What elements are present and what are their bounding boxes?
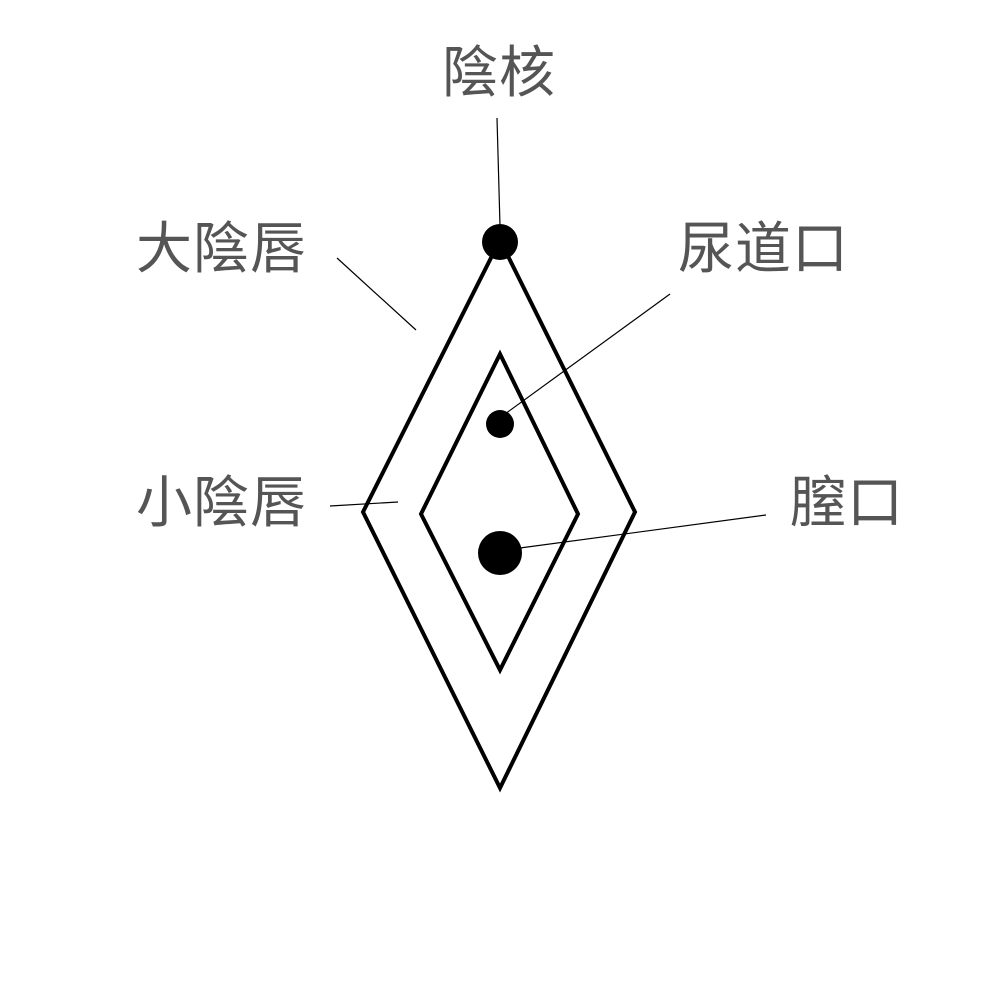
urethral-opening-leader-line [504, 293, 671, 415]
labia-minora-label: 小陰唇 [136, 471, 307, 536]
urethral-opening-label: 尿道口 [678, 217, 849, 282]
clitoris-label: 陰核 [442, 41, 556, 106]
clitoris-leader-line [496, 117, 501, 227]
clitoris-dot [482, 224, 518, 260]
labia-majora-leader-line [336, 257, 417, 331]
labia-majora-label: 大陰唇 [136, 217, 307, 282]
labia-majora-outline [360, 235, 638, 793]
labia-minora-leader-line [329, 501, 399, 507]
vaginal-opening-dot [478, 531, 522, 575]
vaginal-opening-label: 膣口 [790, 471, 904, 536]
vaginal-opening-leader-line [519, 514, 767, 549]
labia-minora-outline [418, 349, 581, 675]
urethral-opening-dot [486, 410, 514, 438]
